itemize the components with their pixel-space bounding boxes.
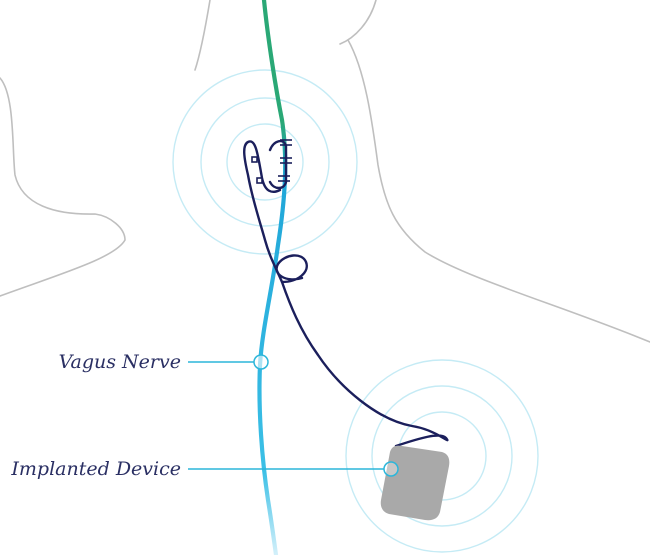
device-ripple-ring bbox=[345, 359, 539, 553]
lead-wire bbox=[243, 139, 449, 448]
electrode-ripple-ring bbox=[226, 123, 304, 201]
implanted-device bbox=[380, 445, 450, 521]
neck-shoulder-outline bbox=[347, 39, 650, 343]
electrode-tab bbox=[256, 177, 263, 184]
electrode-ripple-ring bbox=[172, 69, 358, 255]
chin-jaw-outline bbox=[194, 0, 211, 71]
vagus-nerve-callout: Vagus Nerve bbox=[59, 351, 269, 373]
implanted-device-label: Implanted Device bbox=[10, 458, 181, 480]
vagus-nerve bbox=[257, 0, 288, 555]
device-marker-icon bbox=[383, 461, 399, 477]
electrode-ripple-ring bbox=[200, 97, 330, 227]
vagus-nerve-label: Vagus Nerve bbox=[59, 351, 181, 373]
electrode-contacts bbox=[251, 139, 292, 184]
face-outline bbox=[0, 77, 126, 297]
body-silhouette bbox=[0, 0, 650, 343]
nerve-marker-icon bbox=[253, 354, 269, 370]
back-of-head-outline bbox=[339, 0, 377, 45]
electrode-ripples bbox=[172, 69, 358, 255]
implanted-device-callout: Implanted Device bbox=[10, 458, 399, 480]
device-body bbox=[380, 445, 450, 521]
device-ripple-ring bbox=[371, 385, 513, 527]
electrode-cuff bbox=[268, 139, 288, 190]
electrode-tab bbox=[251, 156, 258, 163]
lead-wire-loop bbox=[275, 254, 308, 284]
